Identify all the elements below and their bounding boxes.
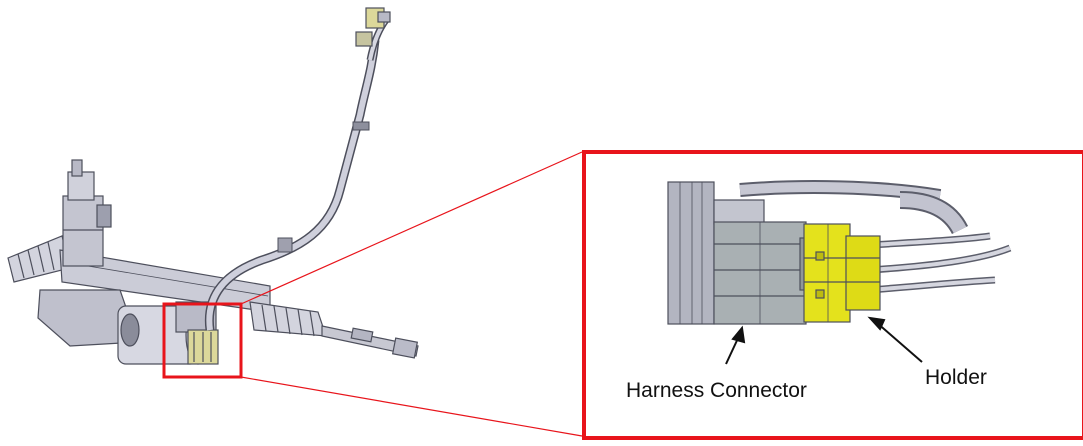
pinion-tower bbox=[62, 159, 112, 267]
lower-housing bbox=[37, 289, 139, 347]
harness-connector-label: Harness Connector bbox=[626, 379, 807, 402]
harness-connector bbox=[713, 221, 809, 325]
holder bbox=[803, 223, 881, 323]
right-boot bbox=[249, 301, 327, 337]
harness-end-connectors bbox=[355, 7, 391, 47]
leader-arrows bbox=[725, 316, 923, 365]
callout-line-top bbox=[240, 151, 583, 305]
detail-view-illustration bbox=[667, 180, 1012, 325]
detail-callout-box bbox=[162, 302, 243, 379]
steering-gear-assembly bbox=[7, 159, 419, 365]
holder-arrow bbox=[875, 321, 923, 363]
callout-line-bottom bbox=[240, 376, 583, 437]
wire-harness bbox=[204, 17, 389, 331]
holder-label: Holder bbox=[925, 366, 987, 389]
motor-connector bbox=[187, 329, 219, 365]
